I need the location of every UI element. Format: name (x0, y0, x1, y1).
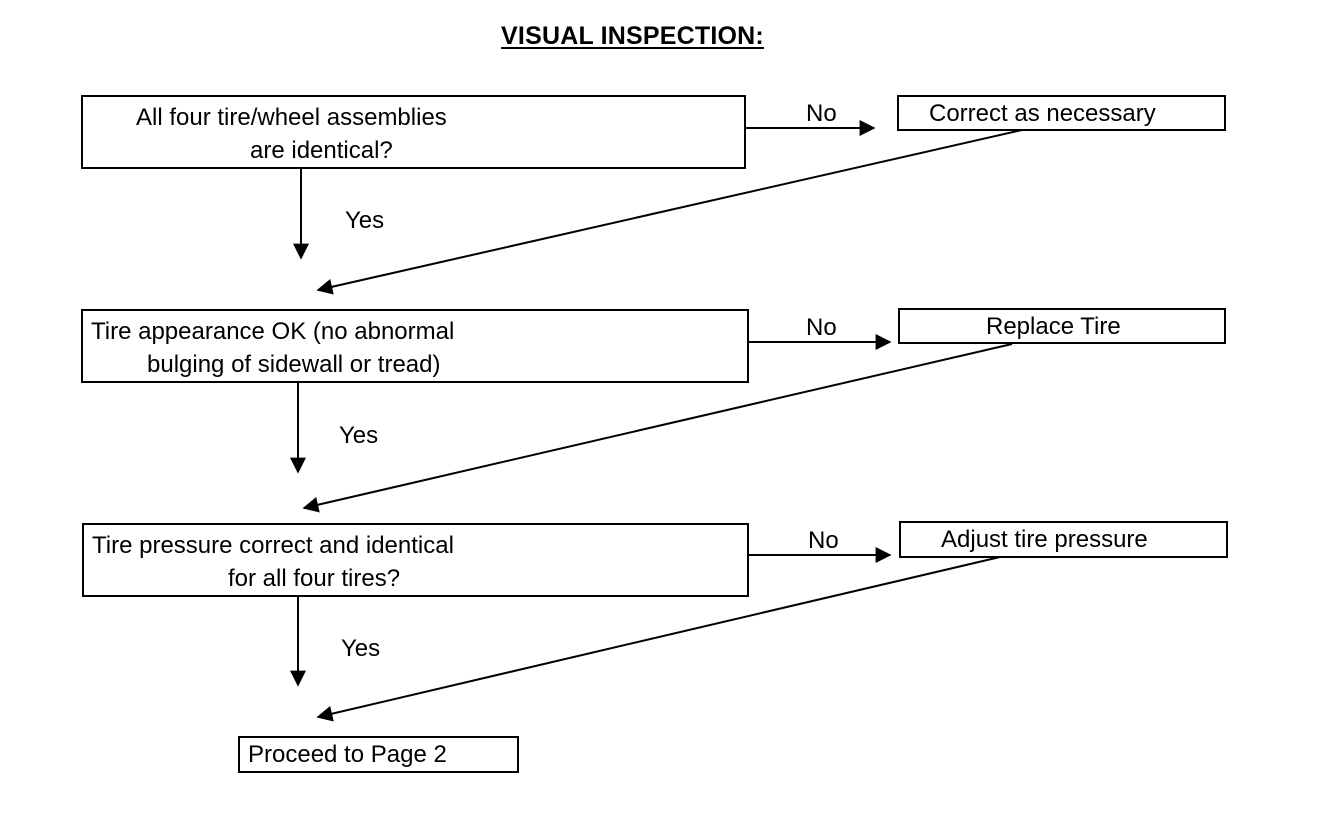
decision-3-line-1: Tire pressure correct and identical (92, 532, 454, 559)
decision-box-identical-assemblies: All four tire/wheel assemblies are ident… (81, 95, 746, 169)
decision-3-line-2: for all four tires? (228, 565, 401, 592)
return-arrow-1 (316, 129, 1023, 295)
action-2-label: Replace Tire (986, 313, 1121, 340)
decision-1-line-1: All four tire/wheel assemblies (136, 104, 447, 131)
decision-box-tire-appearance: Tire appearance OK (no abnormal bulging … (81, 309, 749, 383)
decision-1-line-2: are identical? (250, 137, 393, 164)
action-box-correct-as-necessary: Correct as necessary (897, 95, 1226, 131)
no-label-3: No (808, 527, 839, 554)
decision-2-line-1: Tire appearance OK (no abnormal (91, 318, 455, 345)
yes-label-2: Yes (339, 422, 379, 449)
return-arrow-3 (316, 556, 1001, 722)
decision-2-line-2: bulging of sidewall or tread) (147, 351, 441, 378)
final-step-box: Proceed to Page 2 (238, 736, 519, 773)
no-label-2: No (806, 314, 837, 341)
final-step-label: Proceed to Page 2 (248, 741, 447, 768)
action-3-label: Adjust tire pressure (941, 526, 1148, 553)
page-title: VISUAL INSPECTION: (501, 22, 764, 50)
return-arrow-2 (302, 343, 1013, 513)
action-box-adjust-tire-pressure: Adjust tire pressure (899, 521, 1228, 558)
yes-label-3: Yes (341, 635, 381, 662)
yes-label-1: Yes (345, 207, 385, 234)
no-label-1: No (806, 100, 837, 127)
decision-box-tire-pressure: Tire pressure correct and identical for … (82, 523, 749, 597)
action-1-label: Correct as necessary (929, 100, 1156, 127)
action-box-replace-tire: Replace Tire (898, 308, 1226, 344)
